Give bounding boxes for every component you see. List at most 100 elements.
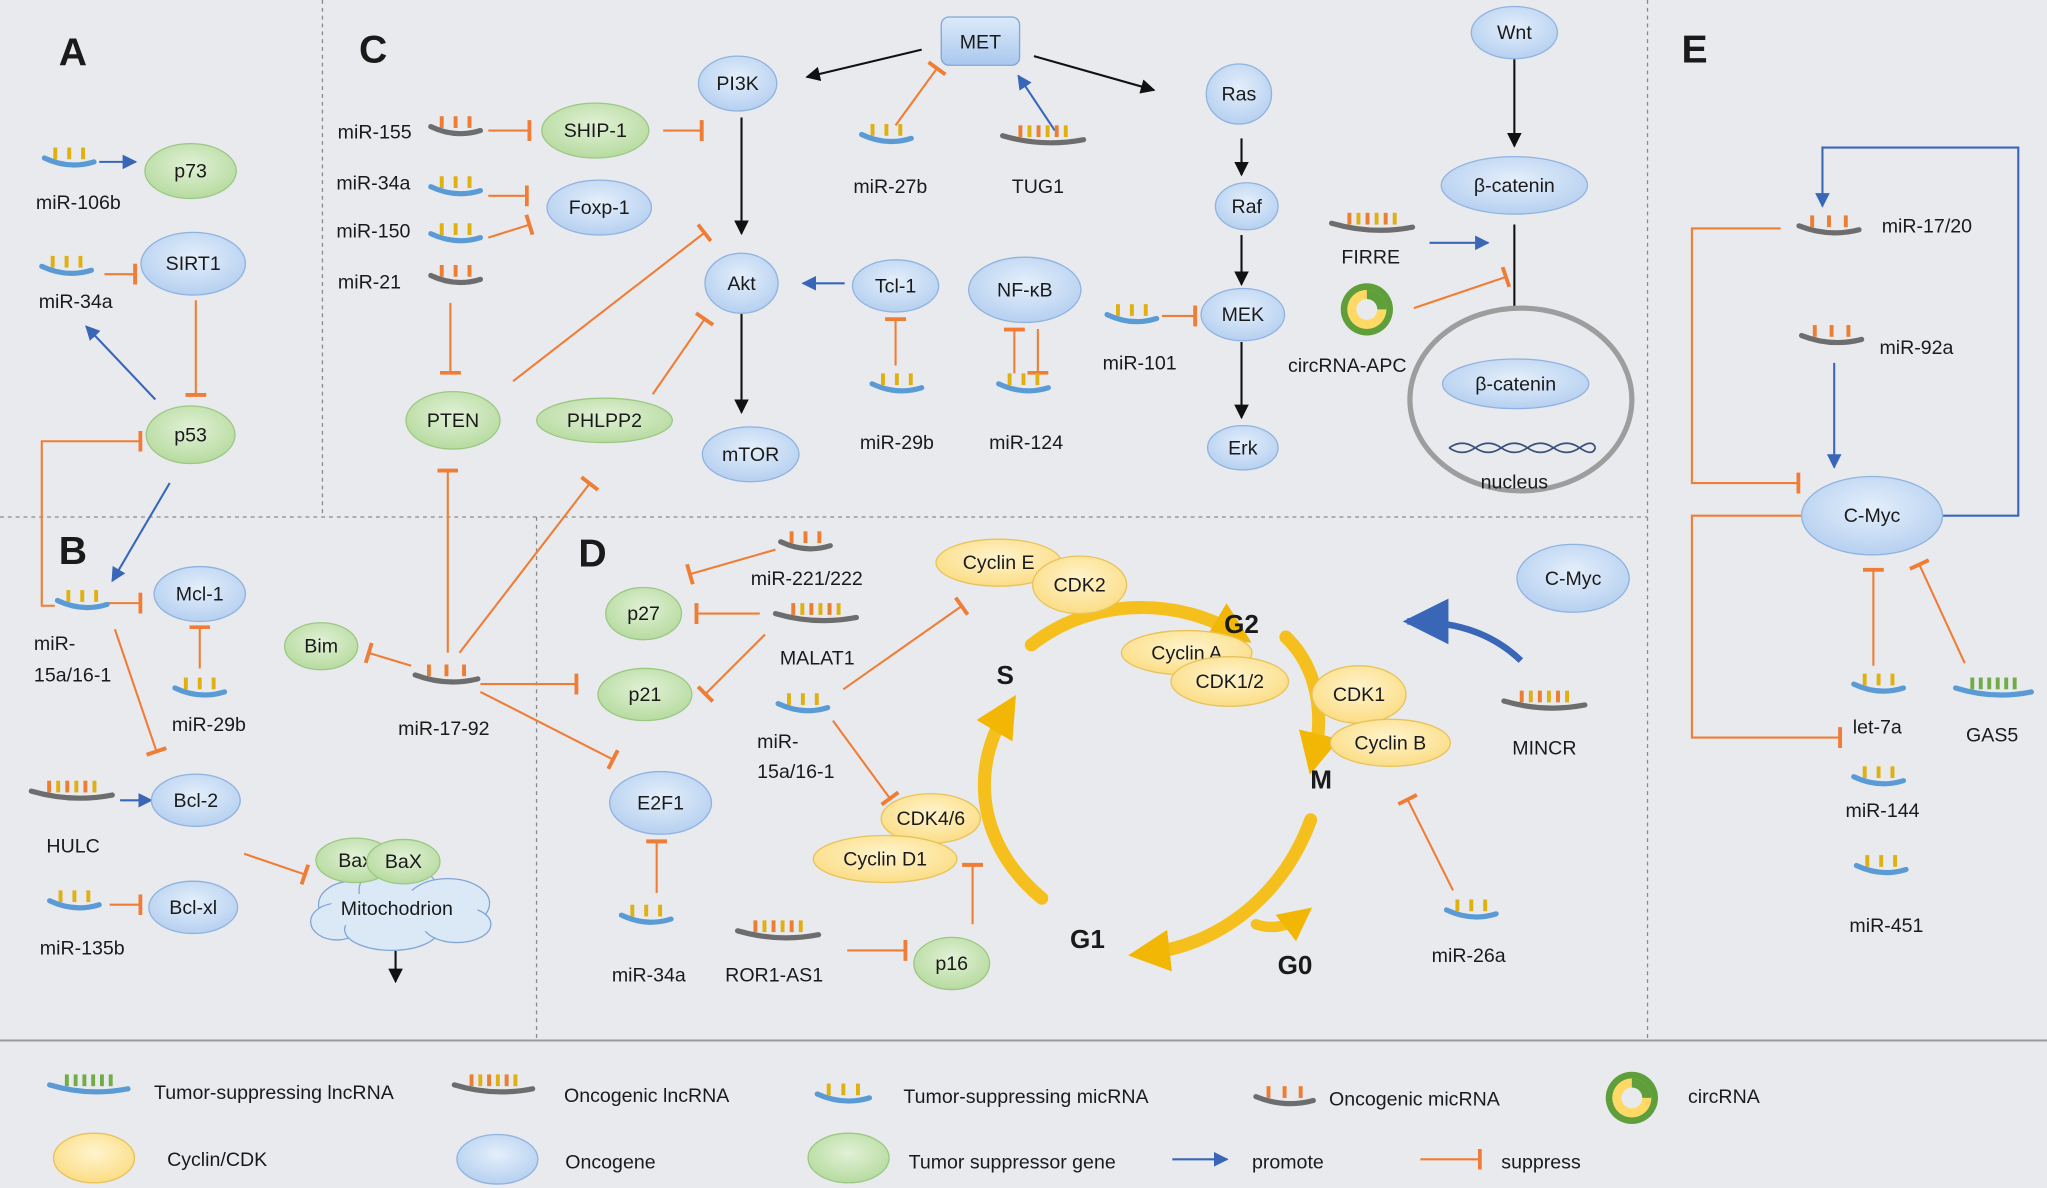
circrna-apc-icon	[1340, 283, 1393, 336]
panel-letter-b: B	[59, 530, 87, 573]
svg-text:SIRT1: SIRT1	[166, 253, 221, 275]
mir29b-icon	[172, 677, 228, 698]
legend-tsg: Tumor suppressor gene	[909, 1151, 1116, 1173]
label-mir144: miR-144	[1846, 800, 1920, 822]
promote-arrow	[1033, 55, 1156, 94]
legend-onc-mic: Oncogenic micRNA	[1329, 1089, 1501, 1111]
svg-text:p16: p16	[935, 953, 968, 975]
suppress-line	[894, 60, 947, 126]
node-pten: PTEN	[405, 390, 501, 450]
legend-ts-mic: Tumor-suppressing micRNA	[903, 1086, 1149, 1108]
svg-text:CDK4/6: CDK4/6	[897, 808, 966, 830]
cycle-arrow-s-g2	[1024, 601, 1252, 652]
mir106b-icon	[41, 147, 97, 168]
phase-s: S	[997, 660, 1014, 690]
svg-text:Mitochodrion: Mitochodrion	[341, 898, 453, 920]
node-bcl2: Bcl-2	[150, 773, 241, 828]
svg-text:C-Myc: C-Myc	[1545, 568, 1602, 590]
node-cdk2: CDK2	[1031, 555, 1128, 615]
node-foxp1: Foxp-1	[546, 179, 653, 236]
suppress-line	[685, 548, 776, 585]
legend: Tumor-suppressing lncRNA Oncogenic lncRN…	[46, 1071, 1761, 1185]
label-mir101: miR-101	[1103, 352, 1177, 374]
mir17-20-icon	[1796, 215, 1862, 236]
suppress-line	[512, 223, 713, 383]
mir29b-c-icon	[869, 373, 925, 394]
panel-letter-e: E	[1681, 29, 1707, 72]
panel-letter-c: C	[359, 29, 387, 72]
label-mir155: miR-155	[338, 121, 412, 143]
label-mir26a: miR-26a	[1432, 945, 1506, 967]
node-mek: MEK	[1200, 287, 1286, 342]
svg-text:Ras: Ras	[1221, 84, 1256, 106]
firre-icon	[1328, 212, 1416, 233]
suppress-line	[243, 852, 311, 885]
label-mir15a-b2: 15a/16-1	[34, 664, 111, 686]
svg-text:C-Myc: C-Myc	[1844, 505, 1901, 527]
mir27b-icon	[859, 124, 914, 145]
mir15a-16-1-icon	[54, 590, 110, 611]
legend-tsg-swatch	[807, 1132, 890, 1184]
label-mir15a-d1: miR-	[757, 731, 798, 753]
suppress-line	[1909, 558, 1966, 664]
mir15a-d-icon	[775, 693, 831, 714]
promote-arrow	[85, 325, 157, 401]
legend-ts-mic-glyph	[814, 1083, 873, 1104]
suppress-line	[1690, 227, 1801, 494]
mir34a-d-icon	[618, 904, 674, 925]
cycle-arrow-m-g1	[1128, 813, 1318, 972]
suppress-line	[832, 720, 900, 807]
suppress-line	[1397, 793, 1454, 891]
node-mtor: mTOR	[701, 426, 800, 483]
suppress-line	[479, 690, 620, 770]
node-cdk12: CDK1/2	[1170, 656, 1290, 707]
suppress-line	[487, 214, 535, 239]
svg-text:SHIP-1: SHIP-1	[564, 120, 627, 142]
legend-oncogene: Oncogene	[565, 1151, 655, 1173]
label-mir106b: miR-106b	[36, 192, 121, 214]
label-malat1: MALAT1	[780, 647, 855, 669]
mir150-icon	[428, 223, 484, 244]
legend-suppress: suppress	[1501, 1151, 1581, 1173]
mir221-222-icon	[778, 531, 833, 552]
node-tcl1: Tcl-1	[851, 259, 940, 313]
node-wnt: Wnt	[1470, 5, 1559, 60]
promote-arrow	[805, 48, 922, 82]
node-p21: p21	[597, 667, 693, 722]
svg-text:Bcl-xl: Bcl-xl	[169, 897, 217, 919]
mir17-92-icon	[412, 664, 481, 685]
label-mir124: miR-124	[989, 432, 1063, 454]
suppress-line	[1690, 514, 1843, 749]
svg-text:Foxp-1: Foxp-1	[569, 197, 630, 219]
label-mir27b: miR-27b	[853, 176, 927, 198]
suppress-line	[458, 475, 600, 654]
node-sirt1: SIRT1	[140, 231, 247, 296]
node-p73: p73	[144, 142, 237, 200]
label-mincr: MINCR	[1512, 738, 1576, 760]
svg-text:Akt: Akt	[727, 273, 756, 295]
label-mir15a-b1: miR-	[34, 633, 75, 655]
legend-onc-lnc-glyph	[451, 1074, 536, 1095]
svg-text:p21: p21	[629, 684, 662, 706]
svg-text:CDK1: CDK1	[1333, 684, 1385, 706]
svg-text:p27: p27	[627, 603, 660, 625]
legend-ts-lnc-icon	[46, 1074, 131, 1095]
node-p16: p16	[913, 936, 991, 991]
svg-text:MEK: MEK	[1222, 304, 1264, 326]
svg-text:Cyclin B: Cyclin B	[1354, 732, 1426, 754]
tug1-icon	[1000, 125, 1087, 146]
phase-m: M	[1310, 765, 1332, 795]
svg-text:CDK1/2: CDK1/2	[1195, 671, 1264, 693]
label-let7a: let-7a	[1853, 717, 1902, 739]
mincr-icon	[1501, 690, 1588, 711]
svg-text:Bim: Bim	[304, 636, 338, 658]
label-mir34a-c: miR-34a	[336, 172, 410, 194]
mir101-icon	[1104, 304, 1160, 325]
svg-text:BaX: BaX	[385, 851, 422, 873]
panel-letter-a: A	[59, 31, 87, 74]
node-mitochondrion: Mitochodrion	[310, 863, 492, 952]
cycle-arrow-g1-s	[976, 694, 1049, 905]
node-met: MET	[940, 16, 1021, 66]
malat1-icon	[772, 603, 860, 624]
